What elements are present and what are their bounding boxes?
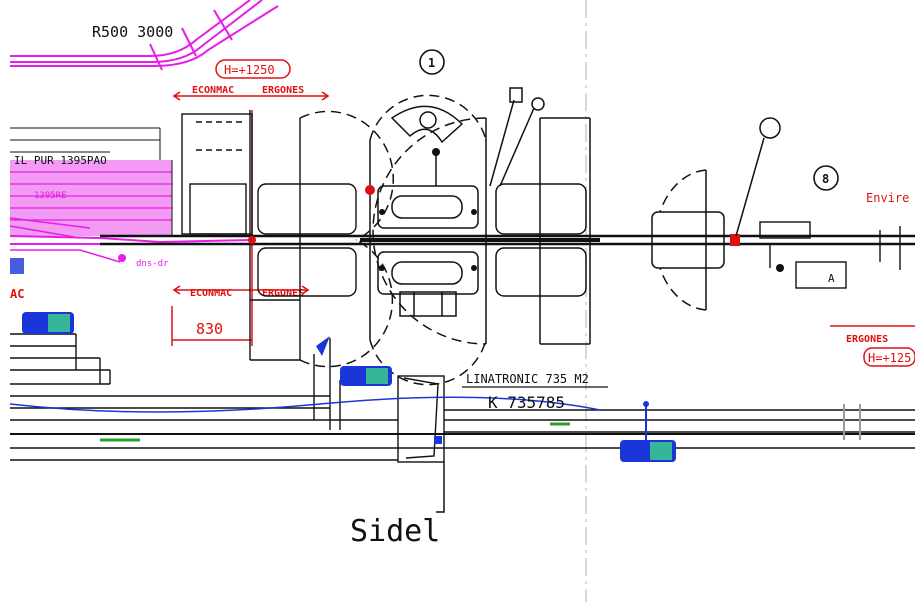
transfer-units-right (372, 117, 591, 345)
econmac-bottom-right: ERGONES (262, 288, 304, 299)
dimension-830 (171, 306, 253, 346)
height-label-top: H=+1250 (224, 63, 275, 77)
component-letter: A (828, 272, 835, 285)
econmac-top-left: ECONMAC (192, 85, 234, 96)
red-marker-left (365, 185, 375, 195)
drive-motors (22, 312, 676, 462)
carousel-heads (379, 209, 477, 271)
infeed-outline (10, 127, 173, 236)
component-point (776, 264, 784, 272)
sidel-leader (436, 462, 445, 513)
radius-label: R500 3000 (92, 23, 173, 41)
labeller-carousel (369, 94, 487, 386)
blue-small-box (434, 436, 442, 444)
infeed-label: IL PUR 1395PAO (14, 154, 107, 167)
machine-name: LINATRONIC 735 M2 (466, 372, 589, 386)
econmac-bottom-left: ECONMAC (190, 288, 232, 299)
blue-marker (316, 336, 330, 356)
red-marker-datum (248, 236, 256, 244)
position-marker-2 (813, 165, 839, 191)
transfer-units (181, 110, 357, 361)
curved-conveyor (10, 0, 279, 71)
dimension-label: 830 (196, 320, 223, 338)
starwheel-arcs-left (299, 110, 395, 368)
infeed-inner-label: 1395RE (34, 191, 67, 201)
bottom-dimension-line (172, 285, 310, 295)
supplier-label: Sidel (350, 514, 440, 549)
machine-code: K 735785 (488, 393, 565, 412)
infeed-table (9, 160, 251, 263)
operator-point (432, 148, 440, 156)
outfeed-starwheel (651, 169, 725, 311)
height-badge-right (863, 347, 915, 367)
left-motor (10, 258, 24, 274)
left-edge-label: AC (10, 287, 24, 301)
conveyor-end-markers (843, 404, 861, 440)
sensor-arms (489, 87, 545, 187)
inspection-sensor (735, 117, 781, 237)
position-marker-1-text: 1 (428, 56, 435, 70)
sensor-point (118, 254, 126, 262)
position-marker-1 (419, 49, 445, 75)
right-bottom-label: ERGONES (846, 334, 888, 345)
main-conveyor (100, 234, 915, 246)
outfeed-components (759, 221, 901, 289)
econmac-top-right: ERGONES (262, 85, 304, 96)
lower-conveyor (10, 333, 915, 463)
height-label-right: H=+125 (868, 351, 911, 365)
top-dimension-line (172, 91, 330, 101)
red-marker-right (730, 234, 740, 246)
right-top-label: Envire (866, 191, 909, 205)
side-note-label: dns-dr (136, 259, 169, 269)
blue-flow-line (9, 396, 601, 413)
height-badge-top (215, 59, 291, 79)
position-marker-2-text: 8 (822, 172, 829, 186)
